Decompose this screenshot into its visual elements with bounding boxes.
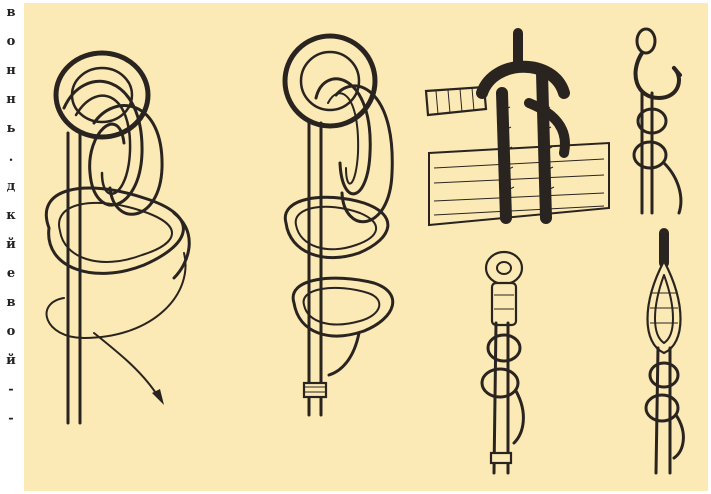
side-letter: - — [2, 412, 20, 426]
side-letter: - — [2, 383, 20, 397]
side-letter: о — [2, 325, 20, 339]
side-letter: й — [2, 354, 20, 368]
side-letter: н — [2, 93, 20, 107]
hook-icon — [637, 29, 655, 53]
seizing-icon — [304, 383, 326, 397]
ring-knot-tying-panel — [46, 53, 189, 423]
ring-knot-finished-panel — [285, 36, 393, 415]
side-letter: в — [2, 6, 20, 20]
side-letter: й — [2, 238, 20, 252]
knot-illustration — [24, 3, 708, 491]
spar-icon — [429, 143, 609, 225]
shackle-icon — [486, 252, 522, 284]
side-letter: е — [2, 267, 20, 281]
thimble-eye-hitch-panel — [646, 233, 683, 473]
knot-drawing — [24, 3, 708, 491]
shackle-chain-hitch-panel — [482, 252, 523, 473]
cropped-text-column: в о н н ь. д к й е в о й - - — [0, 0, 22, 494]
side-letter: в — [2, 296, 20, 310]
hook-hitch-panel — [634, 29, 681, 213]
side-letter: ь — [2, 122, 20, 136]
rope-hitch-on-spar-panel — [426, 33, 609, 225]
side-letter: . — [2, 151, 20, 165]
side-letter: о — [2, 35, 20, 49]
side-letter: н — [2, 64, 20, 78]
side-letter: д — [2, 180, 20, 194]
side-letter: к — [2, 209, 20, 223]
